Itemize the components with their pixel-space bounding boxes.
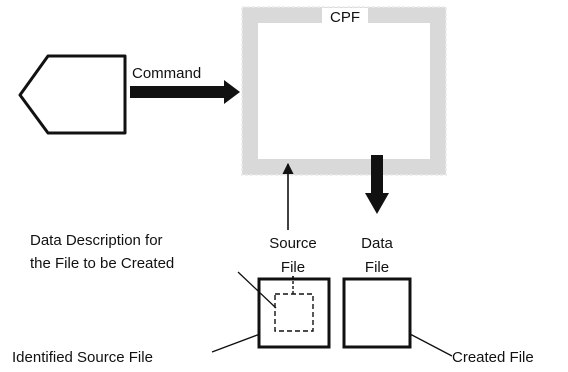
description-label-line2: the File to be Created [30,255,174,272]
command-arrow-shaft [130,86,226,98]
cpf-label: CPF [330,9,360,26]
description-label-line1: Data Description for [30,232,163,249]
source-file-box [257,277,331,349]
cpf-to-data-arrow-head [365,193,389,214]
cpf-to-data-arrow-shaft [371,155,383,195]
description-leader-line [237,271,277,309]
data-description-box [274,293,314,332]
cpf-box [242,7,446,175]
command-arrow-head [224,80,240,104]
source-label-line2: File [281,259,305,276]
source-label-line1: Source [269,235,317,252]
created-file-label: Created File [452,349,534,366]
data-label-line2: File [365,259,389,276]
identified-source-file-label: Identified Source File [12,349,153,366]
data-label-line1: Data [361,235,393,252]
created-leader-line [409,333,453,357]
created-file-box [342,277,412,349]
identified-leader-line [211,333,261,353]
display-terminal-shape [18,54,127,135]
command-label: Command [132,65,201,82]
